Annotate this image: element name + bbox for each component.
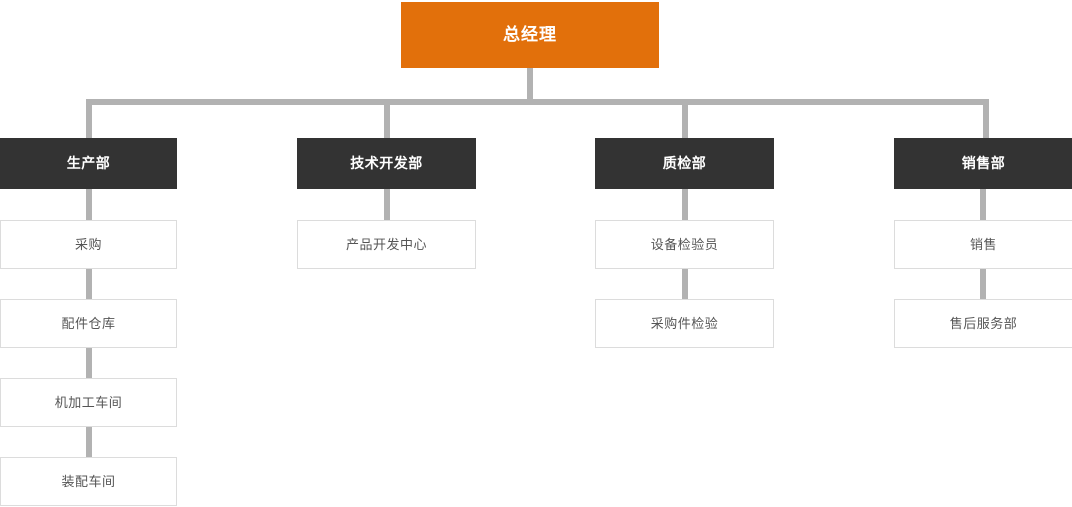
connector-sales-dept-to-sales [980, 189, 986, 221]
connector-root-down [527, 68, 533, 102]
node-production-department[interactable]: 生产部 [0, 138, 177, 189]
node-parts-warehouse[interactable]: 配件仓库 [0, 299, 177, 348]
node-general-manager[interactable]: 总经理 [401, 2, 659, 68]
node-assembly-workshop[interactable]: 装配车间 [0, 457, 177, 506]
node-sales-department[interactable]: 销售部 [894, 138, 1072, 189]
connector-bus-to-quality [682, 99, 688, 138]
node-machining-workshop[interactable]: 机加工车间 [0, 378, 177, 427]
node-product-development-center[interactable]: 产品开发中心 [297, 220, 476, 269]
connector-inspector-to-part-inspection [682, 268, 688, 300]
node-after-sales-service-department[interactable]: 售后服务部 [894, 299, 1072, 348]
connector-bus-to-tech [384, 99, 390, 138]
node-purchased-part-inspection[interactable]: 采购件检验 [595, 299, 774, 348]
connector-warehouse-to-machining [86, 347, 92, 379]
connector-sales-to-after-sales [980, 268, 986, 300]
node-procurement[interactable]: 采购 [0, 220, 177, 269]
node-tech-development-department[interactable]: 技术开发部 [297, 138, 476, 189]
connector-bus-to-sales [983, 99, 989, 138]
connector-procurement-to-warehouse [86, 268, 92, 300]
connector-level1-bus [86, 99, 989, 105]
connector-tech-to-product-dev [384, 189, 390, 221]
node-sales[interactable]: 销售 [894, 220, 1072, 269]
connector-machining-to-assembly [86, 426, 92, 458]
connector-quality-to-inspector [682, 189, 688, 221]
connector-production-to-procurement [86, 189, 92, 221]
connector-bus-to-production [86, 99, 92, 138]
node-equipment-inspector[interactable]: 设备检验员 [595, 220, 774, 269]
node-quality-inspection-department[interactable]: 质检部 [595, 138, 774, 189]
